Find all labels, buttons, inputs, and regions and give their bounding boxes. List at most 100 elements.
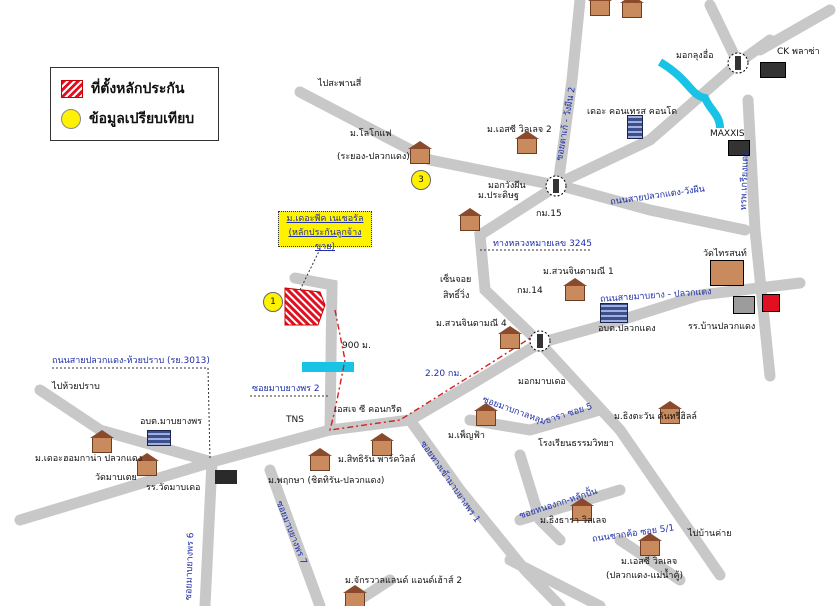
traffic-light-ck [735,56,741,70]
road-lower-3 [514,449,566,546]
legend-compare-label: ข้อมูลเปรียบเทียบ [89,111,195,127]
house-icon [563,278,587,301]
house-icon [308,448,332,471]
house-icon [620,0,644,18]
label-to-saphan-si: ไปสะพานสี่ [318,79,362,89]
office-icon [600,303,628,323]
marker-1[interactable]: 1 [263,292,283,312]
label-m-the-home: ม.เดอะฮอมกาน่า ปลวกแดง [35,454,143,464]
leader-huaipan-2 [207,367,211,461]
label-the-condo: เดอะ คอนเทรส คอนโด [587,107,678,117]
label-distance-900: 900 ม. [342,341,371,351]
house-icon [408,141,432,164]
house-icon [343,585,367,606]
house-icon [588,0,612,16]
label-m-esthi-condo: เอสเจ ซี คอนกรีต [334,405,402,415]
label-tns: TNS [286,415,304,425]
road-soi-site [289,272,338,436]
label-rr-wat-mabtaphut: รร.วัดมาบเดอ [146,483,201,493]
marker-3[interactable]: 3 [411,170,431,190]
road-soi-6 [199,456,218,606]
label-mok-maptapud: มอกมาบเดอ [518,377,566,387]
label-m-chakrawan: ม.จักรวาลแลนด์ แอนด์เฮ้าส์ 2 [345,576,463,586]
traffic-light-wangpin [553,179,559,193]
office-icon [147,430,171,446]
house-icon [90,430,114,453]
road-north-center [552,0,586,191]
road-label-pluak-huaipan: ถนนสายปลวกแดง-ห้วยปราบ (รย.3013) [52,356,210,366]
house-icon [638,533,662,556]
label-m-suan-jindamani4: ม.สวนจินดามณี 4 [436,319,507,329]
legend-site: ที่ตั้งหลักประกัน [61,78,184,100]
label-to-huai-pan: ไปห้วยปราบ [52,382,100,392]
road-soi-7 [264,464,326,606]
label-school: โรงเรียนธรรมวิทยา [538,439,614,449]
label-to-ban-khai: ไปบ้านค่าย [688,529,732,539]
road-wangpin-right [552,179,751,236]
label-km14: กม.14 [517,286,543,296]
label-obt-map-yang: อบต.มาบยางพร [140,417,203,427]
label-m-lotus-life-sub: (ระยอง-ปลวกแดง) [337,152,410,162]
label-m-esthi-villa-sub: (ปลวกแดง-แม่น้ำคู้) [606,571,684,581]
legend-compare: ข้อมูลเปรียบเทียบ [61,108,194,130]
house-icon [135,453,159,476]
label-maxxis: MAXXIS [710,129,745,139]
temple-icon [710,260,744,286]
traffic-light-mabtaphut [537,334,543,348]
legend-site-swatch [61,80,83,98]
collateral-site[interactable] [284,287,326,326]
canal-bridge [302,362,354,372]
road-lower-5 [614,534,686,586]
legend-site-label: ที่ตั้งหลักประกัน [91,81,185,97]
left-junction-building [215,470,237,484]
house-icon [498,326,522,349]
condo-icon [627,115,643,139]
road-lower-1 [404,414,566,606]
house-icon [570,498,594,521]
callout-line1: ม.เดอะพีค เนเชอรัล [286,214,364,224]
label-m-esthi-villa2: ม.เอสซี วิลเลจ 2 [487,125,552,135]
house-icon [658,401,682,424]
house-icon [474,403,498,426]
road-wangpin-junction [474,179,564,349]
label-soi-maptapud2: ซอยมาบยางพร 2 [252,384,320,394]
label-m-rungtawan: ม.ธิงตะวัน คันทรีฮิลล์ [614,412,697,422]
house-icon [515,131,539,154]
label-m-esthi-villa: ม.เอสซี วิลเลจ [621,557,678,567]
seven-eleven-icon [762,294,780,312]
legend: ที่ตั้งหลักประกัน ข้อมูลเปรียบเทียบ [50,67,219,141]
house-icon [458,208,482,231]
route-path [329,309,536,431]
label-distance-220: 2.20 กม. [425,369,463,379]
ck-plaza-logo [760,62,786,78]
house-icon [370,433,394,456]
label-mokkhung-tuea: มอกลุงอื่อ [676,51,714,61]
label-sen-sor-2: สิทธิ์วิ่ง [443,291,470,301]
road-right-vertical [742,94,776,382]
site-callout[interactable]: ม.เดอะพีค เนเชอรัล (หลักประกันลูกจ้างขาย… [278,211,372,252]
callout-line2: (หลักประกันลูกจ้างขาย) [288,228,362,252]
label-rr-ban-pluak: รร.บ้านปลวกแดง [688,322,756,332]
callout-leader [299,244,323,291]
label-m-pruangfa: ม.เพ็ญฟ้า [448,431,485,441]
label-wat-krathon: วัดไทรสนท์ [703,249,747,259]
label-hwy3245: ทางหลวงหมายเลข 3245 [493,239,592,249]
canal [657,58,724,129]
label-m-suan-jindamani1: ม.สวนจินดามณี 1 [543,267,614,277]
road-north-1 [704,0,744,69]
school-icon [733,296,755,314]
label-m-lotus-life: ม.โลโกแฟ [350,129,392,139]
road-lower-6 [504,554,606,606]
label-m-rungrat-villa: ม.ธิงธารา วิลเลจ [540,516,607,526]
road-to-ban-khai [534,337,726,581]
road-label-north: ทรพ.เกรียงแดง [739,151,752,211]
label-ck-plaza: CK พลาซ่า [777,47,820,57]
label-m-pruksa: ม.พฤกษา (ชิตทิรัน-ปลวกแดง) [268,476,385,486]
road-pluak-main [14,277,806,526]
maxxis-logo [728,140,750,156]
label-sen-sor: เซ็นจอย [440,275,472,285]
label-obt-pluak: อบต.ปลวกแดง [598,324,656,334]
road-north-2 [754,4,836,56]
